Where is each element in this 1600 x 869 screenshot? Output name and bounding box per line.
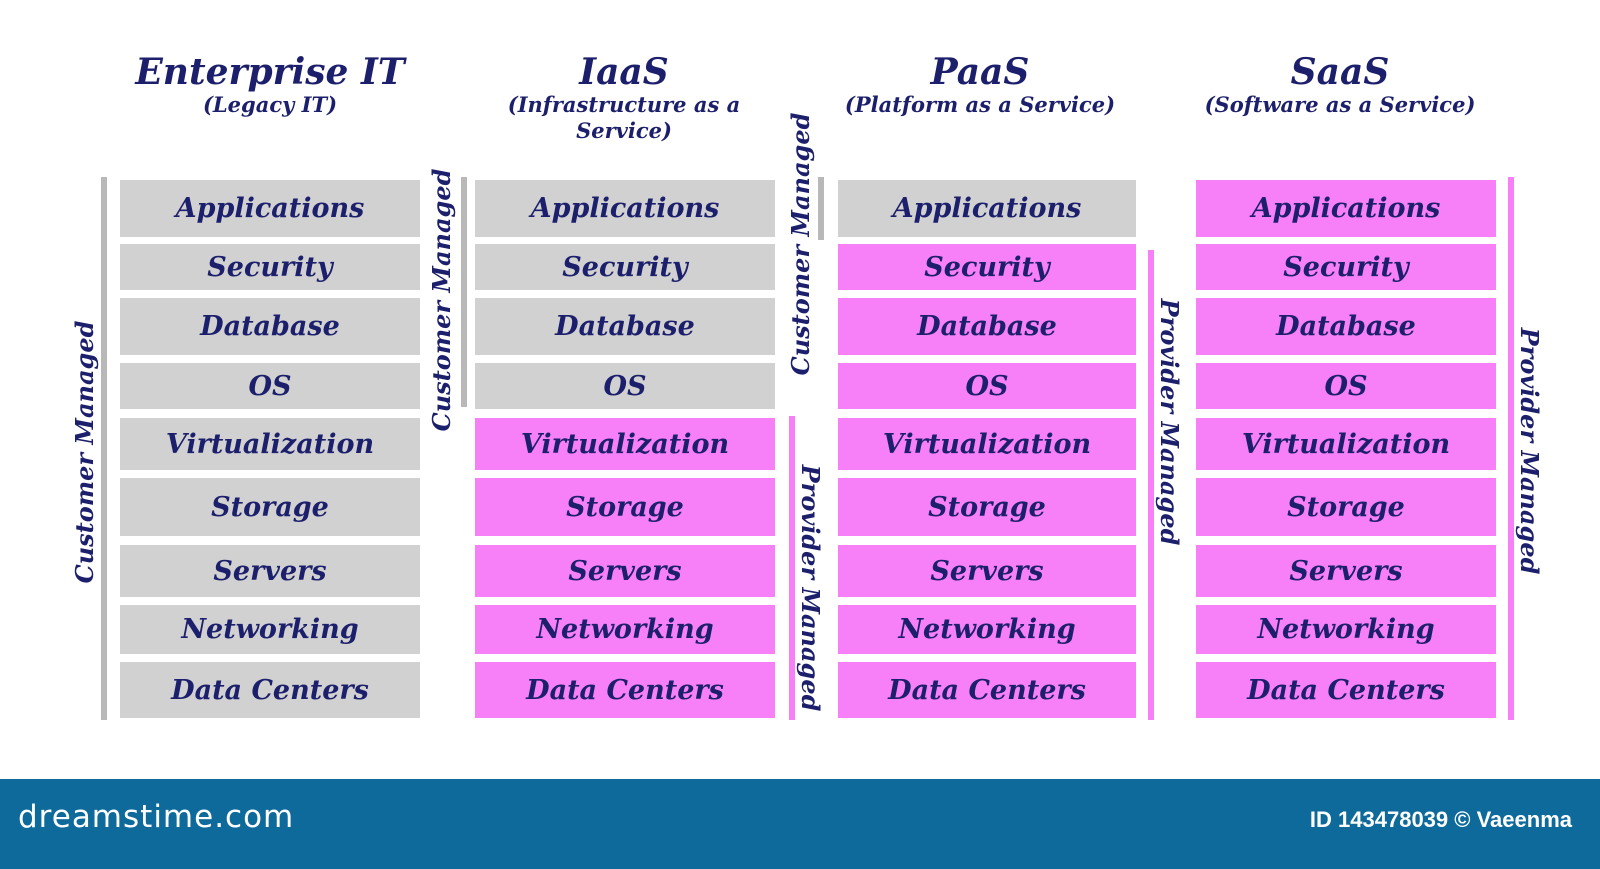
iaas-customer-bracket — [461, 177, 467, 407]
column-title-main: SaaS — [1290, 51, 1390, 93]
column-title-paas: PaaS (Platform as a Service) — [830, 52, 1130, 118]
iaas-layer-storage: Storage — [475, 478, 775, 536]
saas-layer-applications: Applications — [1196, 180, 1496, 237]
enterprise-it-layer-os: OS — [120, 363, 420, 409]
iaas-layer-applications: Applications — [475, 180, 775, 237]
iaas-layer-networking: Networking — [475, 605, 775, 654]
paas-layer-networking: Networking — [838, 605, 1136, 654]
paas-layer-virtualization: Virtualization — [838, 418, 1136, 470]
paas-provider-managed-label: Provider Managed — [1155, 298, 1185, 546]
paas-layer-applications: Applications — [838, 180, 1136, 237]
saas-layer-database: Database — [1196, 298, 1496, 355]
column-title-main: Enterprise IT — [135, 51, 405, 93]
iaas-layer-security: Security — [475, 244, 775, 290]
paas-layer-data-centers: Data Centers — [838, 662, 1136, 718]
enterprise-it-layer-data-centers: Data Centers — [120, 662, 420, 718]
paas-layer-database: Database — [838, 298, 1136, 355]
saas-layer-os: OS — [1196, 363, 1496, 409]
column-subtitle: (Software as a Service) — [1204, 92, 1476, 117]
paas-provider-bracket — [1148, 250, 1154, 720]
column-subtitle: (Platform as a Service) — [844, 92, 1116, 117]
paas-layer-servers: Servers — [838, 545, 1136, 597]
enterprise-it-layer-virtualization: Virtualization — [120, 418, 420, 470]
iaas-provider-managed-label: Provider Managed — [796, 464, 826, 712]
saas-layer-storage: Storage — [1196, 478, 1496, 536]
column-title-iaas: IaaS (Infrastructure as a Service) — [460, 52, 788, 144]
enterprise-it-layer-security: Security — [120, 244, 420, 290]
paas-layer-os: OS — [838, 363, 1136, 409]
brand-logo-text: dreamstime.com — [18, 799, 295, 835]
column-title-main: PaaS — [930, 51, 1030, 93]
iaas-provider-bracket — [789, 416, 795, 720]
enterprise-customer-managed-label: Customer Managed — [69, 320, 99, 584]
paas-layer-security: Security — [838, 244, 1136, 290]
column-subtitle: (Legacy IT) — [202, 92, 338, 117]
saas-provider-managed-label: Provider Managed — [1515, 327, 1545, 575]
iaas-layer-virtualization: Virtualization — [475, 418, 775, 470]
column-title-enterprise-it: Enterprise IT (Legacy IT) — [118, 52, 422, 118]
saas-layer-virtualization: Virtualization — [1196, 418, 1496, 470]
image-credit: ID 143478039 © Vaeenma — [1309, 807, 1572, 832]
enterprise-it-layer-applications: Applications — [120, 180, 420, 237]
saas-layer-networking: Networking — [1196, 605, 1496, 654]
paas-layer-storage: Storage — [838, 478, 1136, 536]
iaas-customer-managed-label: Customer Managed — [426, 168, 456, 432]
enterprise-customer-bracket — [101, 177, 107, 720]
enterprise-it-layer-servers: Servers — [120, 545, 420, 597]
enterprise-it-layer-storage: Storage — [120, 478, 420, 536]
saas-provider-bracket — [1508, 177, 1514, 720]
paas-customer-managed-label: Customer Managed — [785, 112, 815, 376]
iaas-layer-os: OS — [475, 363, 775, 409]
column-subtitle: (Infrastructure as a Service) — [507, 92, 741, 143]
saas-layer-security: Security — [1196, 244, 1496, 290]
saas-layer-data-centers: Data Centers — [1196, 662, 1496, 718]
saas-layer-servers: Servers — [1196, 545, 1496, 597]
iaas-layer-servers: Servers — [475, 545, 775, 597]
column-title-saas: SaaS (Software as a Service) — [1180, 52, 1500, 118]
iaas-layer-data-centers: Data Centers — [475, 662, 775, 718]
enterprise-it-layer-database: Database — [120, 298, 420, 355]
footer-bar: dreamstime.com ID 143478039 © Vaeenma — [0, 779, 1600, 869]
iaas-layer-database: Database — [475, 298, 775, 355]
column-title-main: IaaS — [579, 51, 669, 93]
paas-customer-bracket — [818, 177, 824, 240]
enterprise-it-layer-networking: Networking — [120, 605, 420, 654]
